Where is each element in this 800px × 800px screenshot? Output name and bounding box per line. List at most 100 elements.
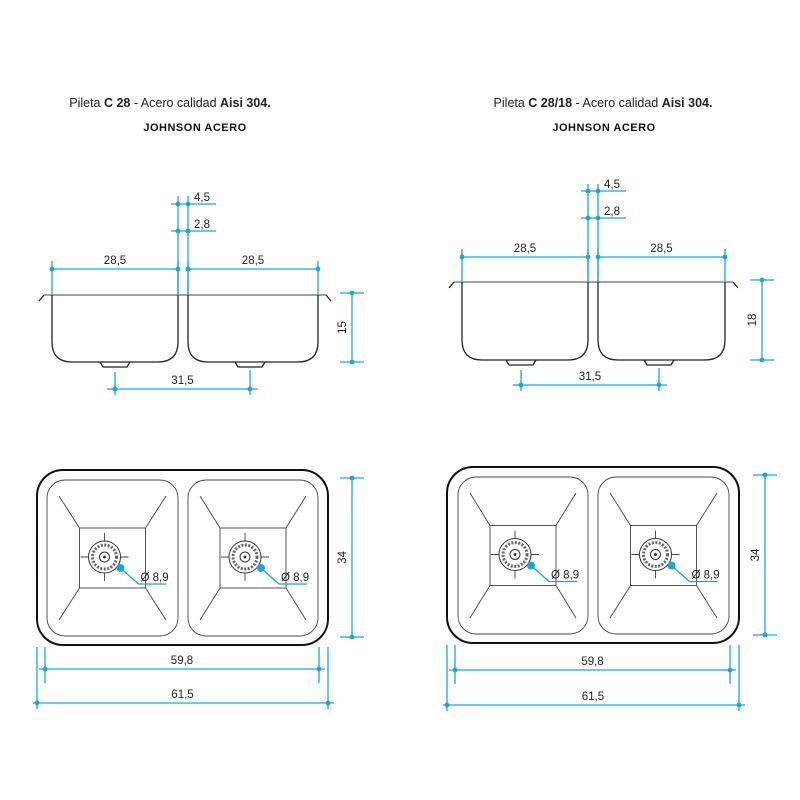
leader-line bbox=[530, 565, 550, 582]
slope-line bbox=[285, 495, 307, 529]
basin-outline bbox=[187, 479, 319, 637]
slope-line bbox=[469, 585, 491, 619]
dimension-endpoint bbox=[452, 667, 458, 673]
drain-center-dot bbox=[513, 553, 517, 556]
panel-c28-18: Pileta C 28/18 - Acero calidad Aisi 304.… bbox=[494, 96, 713, 134]
dimension-endpoint bbox=[585, 188, 591, 194]
dimension-endpoint bbox=[349, 290, 355, 296]
dimension-endpoint bbox=[656, 382, 662, 388]
dimension-label: 28,5 bbox=[104, 255, 126, 267]
dimension-endpoint bbox=[34, 700, 40, 706]
dimension-label: 31,5 bbox=[171, 375, 193, 387]
sink-outline bbox=[36, 469, 329, 646]
slope-line bbox=[145, 495, 167, 529]
rim-lip bbox=[38, 294, 45, 302]
drain-profile bbox=[505, 359, 537, 366]
dimension-endpoint bbox=[349, 359, 355, 365]
drain-area bbox=[219, 527, 287, 589]
dimension-endpoint bbox=[325, 700, 331, 706]
dimension-endpoint bbox=[595, 215, 601, 221]
dimension-label: 4,5 bbox=[604, 179, 620, 191]
drain-strainer bbox=[91, 543, 118, 571]
dimension-endpoint bbox=[759, 357, 765, 363]
brand-label: JOHNSON ACERO bbox=[552, 122, 655, 134]
drain-strainer bbox=[501, 541, 529, 568]
panel-title: Pileta C 28/18 - Acero calidad Aisi 304. bbox=[494, 96, 713, 110]
dimension-label: 28,5 bbox=[514, 243, 536, 255]
dimension-endpoint bbox=[518, 382, 524, 388]
sink-outline bbox=[446, 466, 740, 644]
slope-line bbox=[555, 492, 577, 526]
dimension-endpoint bbox=[316, 666, 322, 672]
leader-line bbox=[120, 567, 139, 585]
dimension-label: Ø 8,9 bbox=[281, 572, 309, 584]
slope-line bbox=[696, 492, 718, 526]
basin-outline bbox=[457, 476, 589, 635]
leader-line bbox=[671, 565, 690, 582]
drain-center-dot bbox=[654, 553, 657, 556]
drain-area bbox=[489, 525, 557, 586]
dimension-endpoint bbox=[175, 228, 181, 234]
dimension-endpoint bbox=[185, 228, 191, 234]
drain-center-dot bbox=[243, 555, 247, 559]
slope-line bbox=[469, 492, 491, 526]
dimension-label: 28,5 bbox=[650, 243, 672, 255]
dimension-endpoint bbox=[762, 472, 768, 478]
basin-outline bbox=[597, 476, 730, 635]
dimension-label: 4,5 bbox=[194, 192, 210, 204]
dimension-label: Ø 8,9 bbox=[551, 570, 579, 582]
dimension-label: 15 bbox=[337, 321, 349, 334]
leader-line bbox=[260, 567, 280, 585]
slope-line bbox=[199, 495, 221, 529]
drain-area bbox=[79, 527, 146, 589]
dimension-endpoint bbox=[736, 702, 742, 708]
dimension-endpoint bbox=[185, 201, 191, 207]
dimension-endpoint bbox=[175, 201, 181, 207]
drain-profile bbox=[99, 361, 131, 368]
dimension-endpoint bbox=[349, 634, 355, 640]
dimension-label: 18 bbox=[747, 314, 759, 327]
dimension-endpoint bbox=[247, 386, 253, 392]
dimension-label: 59,8 bbox=[171, 655, 193, 667]
drain-strainer bbox=[642, 541, 669, 568]
rim-lip bbox=[448, 281, 455, 289]
rim-lip bbox=[732, 281, 739, 289]
dimension-label: 59,8 bbox=[581, 656, 603, 668]
dimension-label: Ø 8,9 bbox=[141, 572, 169, 584]
dimension-label: 61,5 bbox=[171, 689, 193, 701]
basin-profile bbox=[461, 282, 589, 361]
rim-lip bbox=[325, 294, 332, 302]
brand-label: JOHNSON ACERO bbox=[143, 122, 246, 134]
dimension-label: Ø 8,9 bbox=[692, 570, 720, 582]
basin-profile bbox=[187, 295, 319, 363]
drain-center-dot bbox=[103, 555, 106, 559]
dimension-endpoint bbox=[349, 475, 355, 481]
dimension-endpoint bbox=[444, 702, 450, 708]
dimension-endpoint bbox=[759, 277, 765, 283]
dimension-label: 34 bbox=[337, 551, 349, 564]
slope-line bbox=[555, 585, 577, 619]
slope-line bbox=[285, 587, 307, 621]
side-view: 4,5 2,8 28,5 28,5 18 31,5 bbox=[448, 179, 774, 391]
basin-outline bbox=[46, 479, 179, 637]
slope-line bbox=[609, 492, 631, 526]
panel-c28: Pileta C 28 - Acero calidad Aisi 304. JO… bbox=[69, 96, 271, 134]
dimension-label: 2,8 bbox=[604, 206, 620, 218]
drain-area bbox=[630, 525, 697, 586]
slope-line bbox=[145, 587, 167, 621]
dimension-endpoint bbox=[112, 386, 118, 392]
dimension-endpoint bbox=[42, 666, 48, 672]
basin-profile bbox=[597, 282, 726, 361]
slope-line bbox=[58, 587, 80, 621]
dimension-endpoint bbox=[727, 667, 733, 673]
dimension-label: 31,5 bbox=[579, 371, 601, 383]
panel-title: Pileta C 28 - Acero calidad Aisi 304. bbox=[69, 96, 271, 110]
dimension-label: 28,5 bbox=[242, 255, 264, 267]
dimension-endpoint bbox=[595, 188, 601, 194]
dimension-endpoint bbox=[762, 632, 768, 638]
drain-strainer bbox=[231, 543, 259, 571]
dimension-label: 61,5 bbox=[582, 691, 604, 703]
